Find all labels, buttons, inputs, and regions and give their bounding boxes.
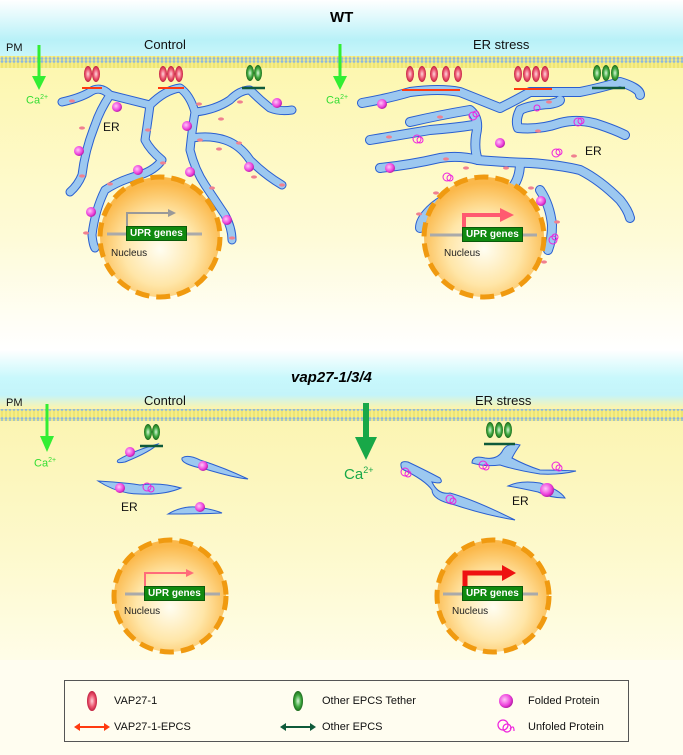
ca-influx-arrow (333, 44, 347, 90)
calcium-label: Ca2+ (326, 94, 349, 107)
legend-box (64, 680, 629, 742)
calcium-label: Ca2+ (34, 457, 57, 470)
upr-genes-box: UPR genes (144, 586, 205, 601)
unfolded-protein (142, 482, 155, 493)
legend-label: Unfoled Protein (528, 721, 604, 733)
vap-protein-marks (386, 100, 577, 264)
transcription-arrow-weak (126, 209, 176, 228)
folded-protein (540, 483, 554, 497)
other-epcs-tether-group (592, 65, 625, 90)
folded-protein-icon (499, 694, 513, 708)
er-label: ER (585, 144, 602, 158)
er-fragment (96, 443, 249, 515)
mutant-panel (0, 350, 683, 660)
folded-protein (74, 98, 282, 225)
nucleus-label: Nucleus (452, 606, 489, 617)
folded-protein (115, 447, 208, 512)
other-epcs-tether-group (484, 422, 515, 446)
red-double-arrow-icon (74, 723, 110, 731)
er-stress-label: ER stress (473, 37, 530, 52)
vap27-1-tether-group (402, 66, 462, 91)
unfolded-protein-icon (497, 719, 515, 733)
folded-protein (377, 99, 546, 206)
er-stress-label: ER stress (475, 393, 532, 408)
other-epcs-tether-group (242, 65, 265, 90)
legend-label: VAP27-1 (114, 695, 158, 707)
unfolded-protein (400, 460, 563, 505)
er-label: ER (103, 120, 120, 134)
legend-label: VAP27-1-EPCS (114, 721, 191, 733)
er-label: ER (512, 494, 529, 508)
er-label: ER (121, 500, 138, 514)
nucleus-label: Nucleus (124, 606, 161, 617)
control-label: Control (144, 393, 186, 408)
other-epcs-tether-group (140, 424, 163, 448)
legend-label: Other EPCS Tether (322, 695, 416, 707)
vap27-1-tether-group (514, 66, 552, 90)
legend-label: Other EPCS (322, 721, 383, 733)
mutant-panel-title: vap27-1/3/4 (291, 369, 372, 386)
wt-panel-title: WT (330, 9, 354, 26)
green-oval-icon (293, 691, 303, 711)
pm-label: PM (6, 42, 23, 54)
ca-influx-arrow (40, 404, 54, 452)
transcription-arrow-strong (462, 565, 516, 589)
pm-label: PM (6, 397, 23, 409)
ca-influx-arrow-strong (355, 403, 377, 460)
calcium-label: Ca2+ (26, 94, 49, 107)
red-oval-icon (87, 691, 97, 711)
vap27-1-tether-group (82, 66, 102, 89)
plasma-membrane (0, 409, 683, 421)
upr-genes-box: UPR genes (462, 227, 523, 242)
er-network (357, 77, 645, 255)
nucleus-label: Nucleus (444, 248, 481, 259)
upr-genes-box: UPR genes (462, 586, 523, 601)
vap27-1-tether-group (158, 66, 184, 89)
green-double-arrow-icon (280, 723, 316, 731)
calcium-label-strong: Ca2+ (344, 465, 374, 483)
control-label: Control (144, 37, 186, 52)
transcription-arrow-moderate (144, 569, 194, 589)
upr-genes-box: UPR genes (126, 226, 187, 241)
nucleus-label: Nucleus (111, 248, 148, 259)
ca-influx-arrow (32, 45, 46, 90)
vap-protein-marks (69, 99, 285, 240)
legend-label: Folded Protein (528, 695, 600, 707)
er-fragment (400, 443, 577, 521)
unfolded-protein (412, 104, 585, 245)
transcription-arrow-strong (462, 208, 514, 228)
legend-area (0, 660, 683, 755)
